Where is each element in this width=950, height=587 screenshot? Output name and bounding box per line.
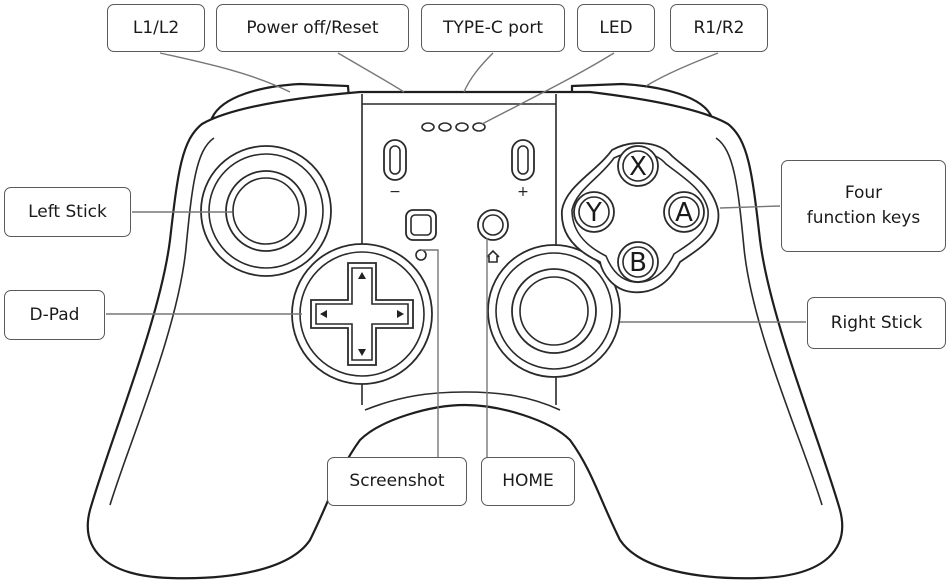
label-screenshot: Screenshot [327,457,467,506]
home-symbol-icon [486,249,500,263]
led-indicators [421,122,486,132]
leader-lines [106,52,806,458]
label-l1l2: L1/L2 [107,4,205,52]
label-r1r2: R1/R2 [670,4,768,52]
left-stick [200,145,332,277]
button-x: X [617,145,659,187]
svg-text:Y: Y [585,198,602,228]
label-four-function-keys-line2: function keys [806,208,921,228]
label-four-function-keys: Four function keys [781,160,946,252]
button-b: B [617,241,659,283]
grip-inner-outline-right [715,137,823,506]
label-right-stick: Right Stick [807,297,946,349]
plus-symbol: + [517,184,529,200]
svg-text:A: A [675,198,693,228]
minus-symbol: − [389,184,401,200]
label-typec-port: TYPE-C port [421,4,565,52]
grip-inner-outline [109,137,215,506]
label-left-stick: Left Stick [4,187,131,237]
controller-body [86,90,844,580]
button-y: Y [573,191,615,233]
button-a: A [663,191,705,233]
svg-text:B: B [629,248,647,278]
screenshot-button [405,209,437,241]
label-dpad: D-Pad [4,290,105,340]
label-home: HOME [481,457,575,506]
label-four-function-keys-line1: Four [844,183,883,203]
right-stick [487,244,621,378]
center-bottom-outline [364,391,561,411]
dpad [291,243,433,385]
face-button-cluster [561,142,720,294]
svg-text:X: X [629,152,647,182]
label-led: LED [577,4,655,52]
label-power-reset: Power off/Reset [216,4,409,52]
